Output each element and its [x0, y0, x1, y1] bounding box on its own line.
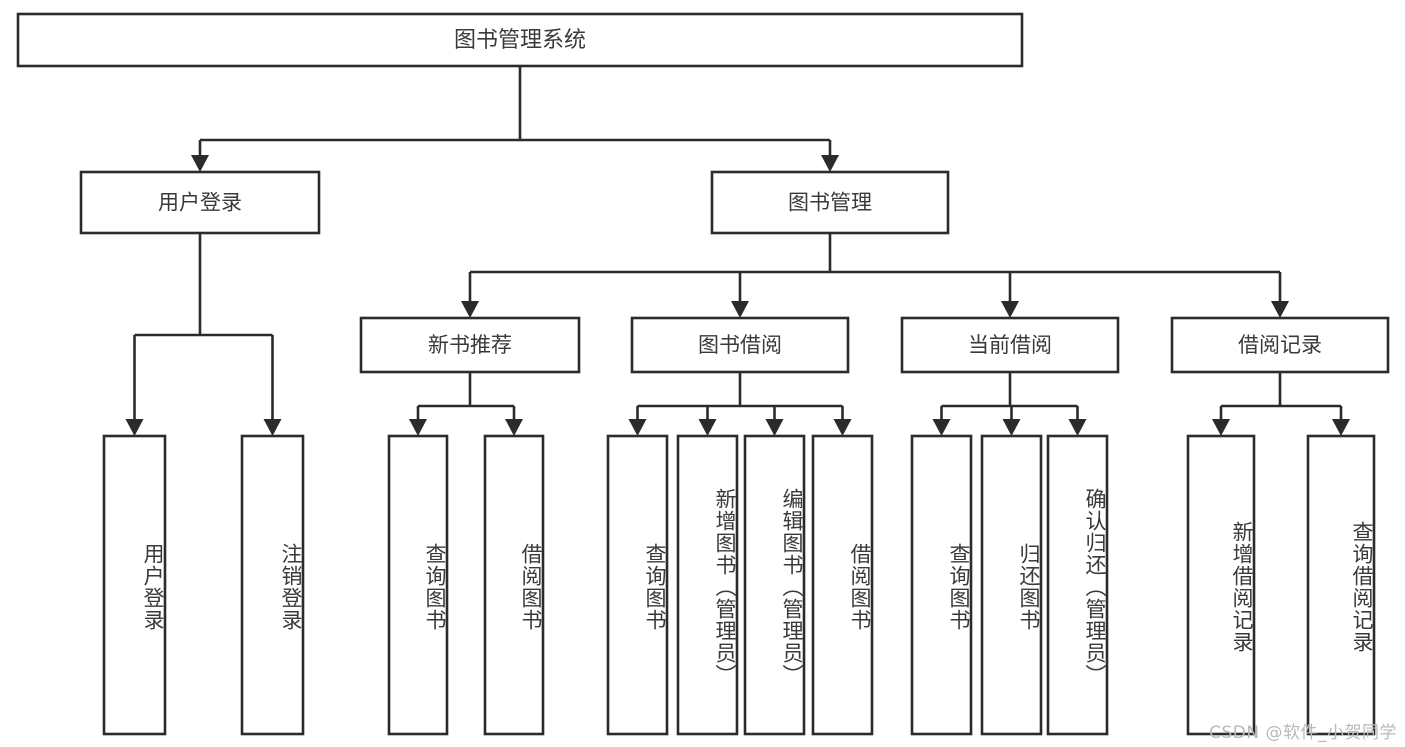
node-current-borrow[interactable]: 当前借阅: [900, 316, 1120, 374]
node-leaf-user-login[interactable]: [102, 434, 167, 736]
arrowhead: [125, 419, 144, 436]
arrowhead: [461, 301, 479, 318]
node-label: 借阅记录: [1238, 333, 1322, 357]
node-leaf-confirm-return[interactable]: [1046, 434, 1109, 736]
node-label: 图书管理系统: [454, 28, 586, 53]
arrowhead: [191, 155, 209, 172]
connector-group: [191, 66, 839, 172]
node-book-manage[interactable]: 图书管理: [710, 170, 950, 235]
arrowhead: [505, 419, 523, 436]
arrowhead: [833, 419, 852, 436]
node-leaf-edit-book[interactable]: [743, 434, 806, 736]
node-leaf-query-book-2[interactable]: [606, 434, 669, 736]
node-leaf-return-book[interactable]: [980, 434, 1043, 736]
arrowhead: [1332, 419, 1350, 436]
arrowhead: [263, 419, 282, 436]
node-leaf-query-book-3[interactable]: [910, 434, 973, 736]
connector-group: [125, 233, 282, 436]
node-root[interactable]: 图书管理系统: [16, 12, 1024, 68]
node-user-login[interactable]: 用户登录: [79, 170, 321, 235]
node-leaf-logout[interactable]: [240, 434, 305, 736]
node-label: 用户登录: [158, 191, 242, 215]
node-leaf-borrow-book-2[interactable]: [811, 434, 874, 736]
arrowhead: [765, 419, 784, 436]
watermark-text: CSDN @软件_小贺同学: [1209, 723, 1397, 743]
arrowhead: [628, 419, 647, 436]
node-leaf-query-book-1[interactable]: [387, 434, 449, 736]
arrowhead: [932, 419, 951, 436]
arrowhead: [1002, 419, 1021, 436]
arrowhead: [1068, 419, 1087, 436]
node-leaf-query-record[interactable]: [1306, 434, 1376, 736]
node-label: 新书推荐: [428, 333, 512, 357]
connector-group: [628, 372, 852, 436]
arrowhead: [409, 419, 427, 436]
node-book-borrow[interactable]: 图书借阅: [630, 316, 850, 374]
connector-group: [1212, 372, 1350, 436]
connector-group: [932, 372, 1087, 436]
arrowhead: [1001, 301, 1019, 318]
arrowhead: [1271, 301, 1289, 318]
node-new-book-rec[interactable]: 新书推荐: [359, 316, 581, 374]
connector-group: [461, 233, 1289, 318]
connector-layer: [125, 66, 1350, 436]
node-borrow-record[interactable]: 借阅记录: [1170, 316, 1390, 374]
node-leaf-add-book[interactable]: [676, 434, 739, 736]
arrowhead: [1212, 419, 1230, 436]
node-leaf-add-record[interactable]: [1186, 434, 1256, 736]
arrowhead: [731, 301, 749, 318]
node-label: 图书管理: [788, 191, 872, 215]
arrowhead: [821, 155, 839, 172]
connector-group: [409, 372, 523, 436]
node-leaf-borrow-book-1[interactable]: [483, 434, 545, 736]
node-label: 图书借阅: [698, 333, 782, 357]
node-label: 当前借阅: [968, 333, 1052, 357]
arrowhead: [698, 419, 717, 436]
